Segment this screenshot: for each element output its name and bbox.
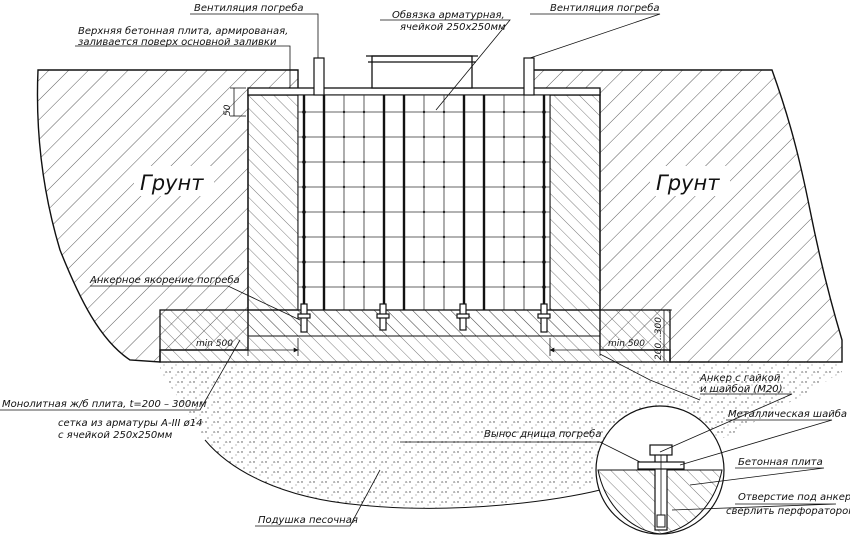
ventilation-pipe-left — [313, 57, 325, 96]
concrete-wall-right — [549, 94, 601, 311]
label-bottom-extension: Вынос днища погреба — [484, 428, 601, 440]
soil-label-bg-right — [650, 166, 730, 196]
label-rebar-tie-1: Обвязка арматурная, — [392, 9, 505, 21]
dim-50: 50 — [223, 104, 233, 116]
label-min-left: min 500 — [196, 339, 233, 349]
sand-cushion — [160, 362, 842, 509]
soil-left — [36, 69, 299, 363]
top-slab — [247, 87, 601, 96]
label-mesh-1: сетка из арматуры А-III ø14 — [58, 418, 202, 429]
dim-200-300: 200...300 — [654, 317, 664, 360]
soil-label-bg-left — [134, 166, 214, 196]
label-rebar-tie-2: ячейкой 250х250мм — [400, 22, 506, 33]
label-sand-cushion: Подушка песочная — [258, 515, 358, 526]
label-monolithic-slab: Монолитная ж/б плита, t=200 – 300мм — [2, 398, 207, 410]
foundation-slab — [159, 309, 671, 363]
label-ventilation-right: Вентиляция погреба — [550, 2, 660, 14]
concrete-wall-left — [247, 94, 299, 311]
label-anchor-nut-1: Анкер с гайкой — [699, 373, 781, 384]
anchor-detail — [595, 405, 725, 535]
soil-label-right: Грунт — [656, 171, 720, 195]
label-top-slab-2: заливается поверх основной заливки — [78, 37, 277, 48]
label-anchor-nut-2: и шайбой (М20) — [700, 383, 783, 395]
label-ventilation-left: Вентиляция погреба — [194, 2, 304, 14]
anchors — [297, 303, 551, 333]
label-metal-washer: Металлическая шайба — [728, 408, 847, 420]
rebar-mesh — [297, 94, 551, 311]
label-mesh-2: с ячейкой 250х250мм — [58, 430, 173, 441]
soil-right — [527, 69, 843, 363]
label-min-right: min 500 — [608, 339, 645, 349]
label-anchor-anchoring: Анкерное якорение погреба — [89, 274, 240, 286]
label-top-slab-1: Верхняя бетонная плита, армированая, — [78, 25, 288, 37]
label-hole-2: сверлить перфоратором — [726, 506, 850, 517]
label-hole-1: Отверстие под анкер — [738, 492, 850, 503]
leader-lines — [0, 13, 837, 527]
dimensions — [160, 87, 672, 363]
ventilation-pipe-right — [523, 57, 535, 96]
top-hatch — [366, 55, 478, 89]
label-concrete-slab: Бетонная плита — [738, 457, 823, 468]
soil-label-left: Грунт — [140, 171, 204, 195]
